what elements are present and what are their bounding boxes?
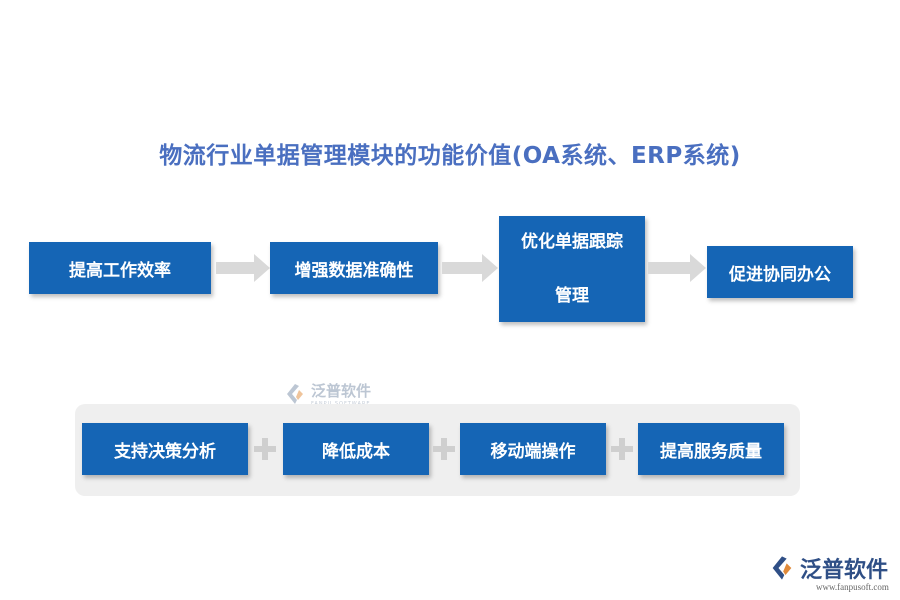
box-label-line1: 优化单据跟踪 xyxy=(521,232,623,252)
plus-icon xyxy=(611,438,633,460)
watermark-text: 泛普软件 xyxy=(311,382,372,400)
fanpu-logo-icon xyxy=(772,556,792,580)
plus-icon xyxy=(254,438,276,460)
diagram-title: 物流行业单据管理模块的功能价值(OA系统、ERP系统) xyxy=(159,143,741,169)
box-data-accuracy: 增强数据准确性 xyxy=(270,242,438,294)
box-decision-support: 支持决策分析 xyxy=(82,423,248,475)
brand-logo: 泛普软件 www.fanpusoft.com xyxy=(768,552,889,592)
watermark: 泛普软件 FANPU SOFTWARE xyxy=(283,380,371,407)
logo-url: www.fanpusoft.com xyxy=(816,582,889,592)
arrow-right-icon xyxy=(442,254,498,282)
box-label: 提高服务质量 xyxy=(660,441,762,462)
box-label: 促进协同办公 xyxy=(729,264,831,285)
box-document-tracking: 优化单据跟踪 管理 xyxy=(499,216,645,322)
arrow-right-icon xyxy=(648,254,706,282)
box-reduce-cost: 降低成本 xyxy=(283,423,429,475)
arrow-right-icon xyxy=(216,254,270,282)
box-label: 提高工作效率 xyxy=(69,260,171,281)
logo-text: 泛普软件 xyxy=(800,558,889,583)
box-collaboration: 促进协同办公 xyxy=(707,246,853,298)
box-label: 支持决策分析 xyxy=(114,441,216,462)
box-mobile-operation: 移动端操作 xyxy=(460,423,606,475)
box-improve-efficiency: 提高工作效率 xyxy=(29,242,211,294)
box-label: 移动端操作 xyxy=(490,441,576,462)
box-label-line2: 管理 xyxy=(555,286,589,306)
plus-icon xyxy=(433,438,455,460)
box-label: 增强数据准确性 xyxy=(294,260,414,281)
box-label: 降低成本 xyxy=(322,441,390,462)
box-service-quality: 提高服务质量 xyxy=(638,423,784,475)
fanpu-logo-icon xyxy=(287,383,303,404)
